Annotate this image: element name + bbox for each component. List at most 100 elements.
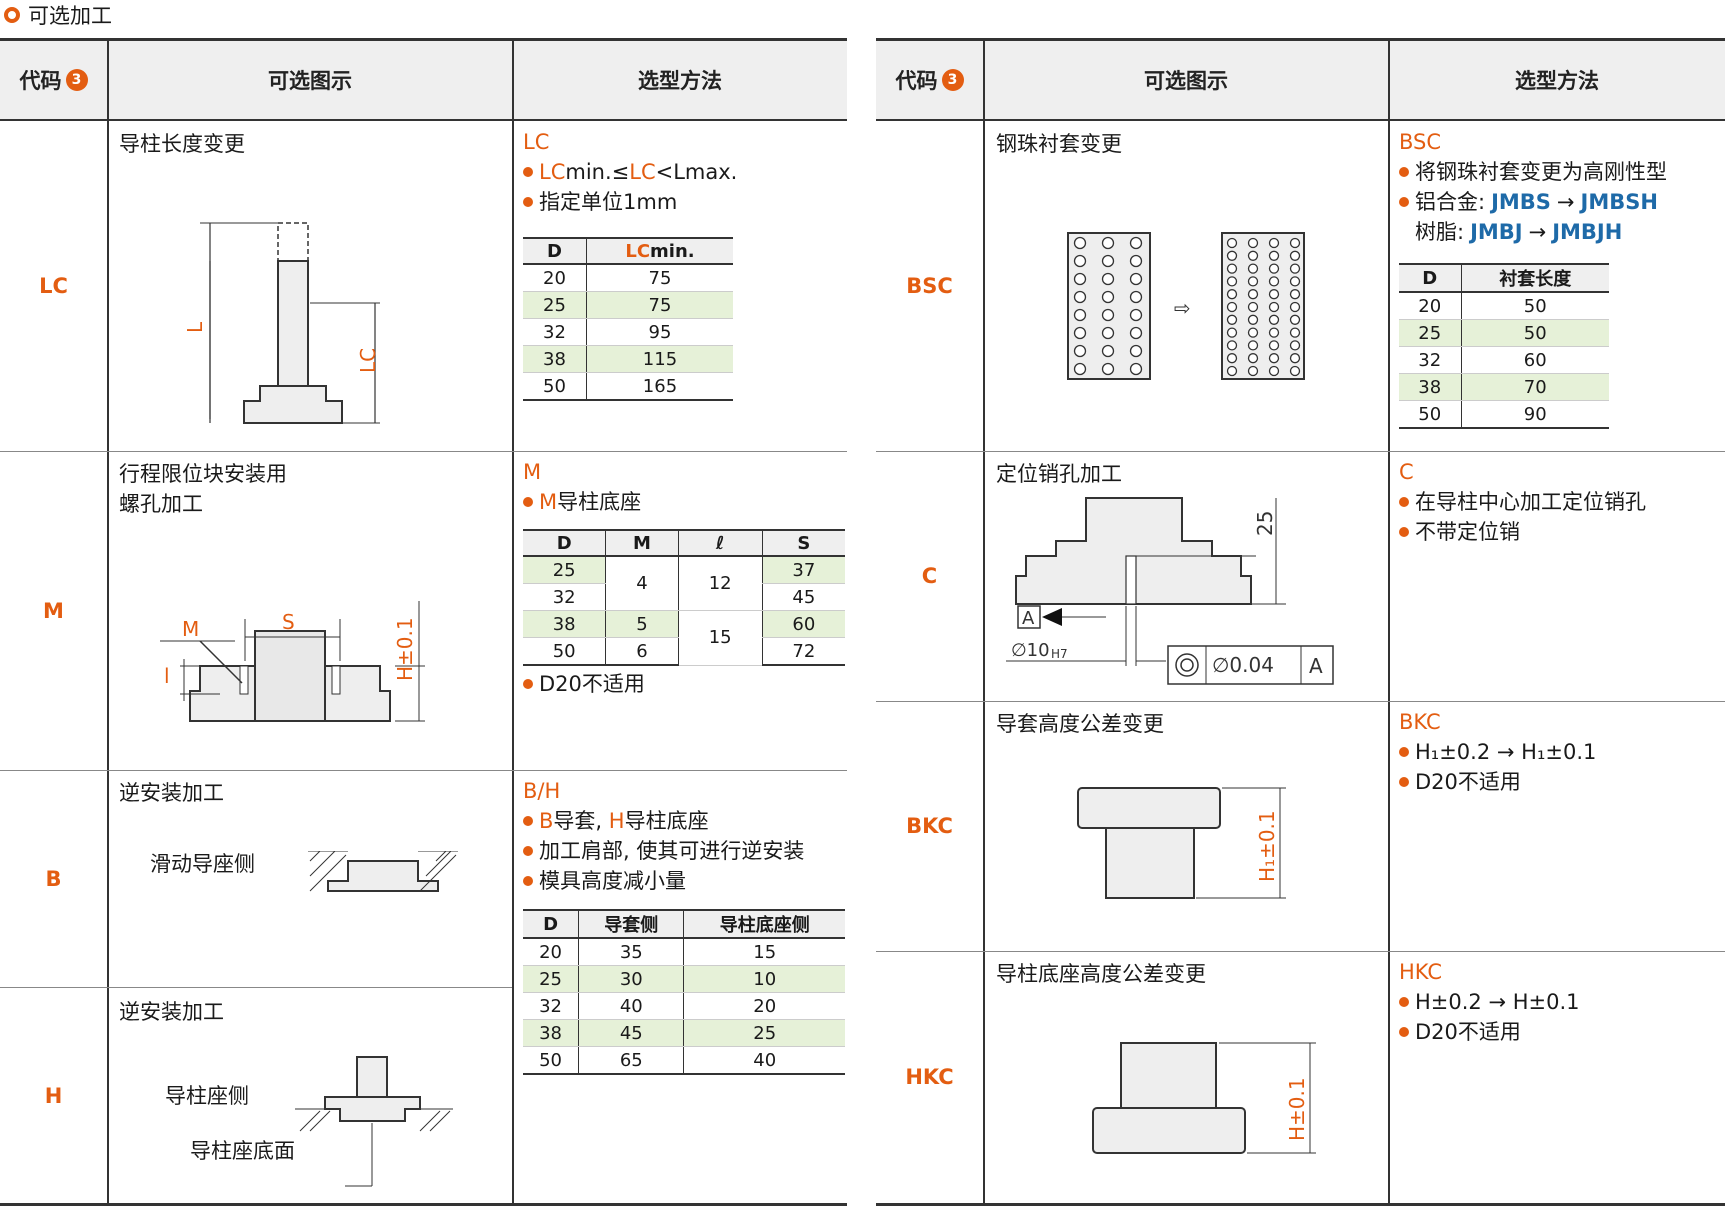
ball-hole bbox=[1268, 353, 1280, 364]
m-diagram: M S l H±0.1 bbox=[160, 601, 425, 722]
row-title: 逆安装加工 bbox=[119, 781, 224, 805]
table-cell: 45 bbox=[761, 583, 845, 611]
table-header-cell: 导柱底座侧 bbox=[683, 909, 845, 939]
table-header-cell: D bbox=[1399, 263, 1461, 293]
bullet-item: LCmin.≤LC<Lmax. bbox=[523, 157, 737, 187]
ball-hole bbox=[1073, 308, 1087, 322]
ball-hole bbox=[1289, 301, 1301, 313]
ball-hole bbox=[1268, 250, 1280, 261]
concentricity-icon bbox=[1175, 653, 1199, 677]
ball-hole bbox=[1073, 362, 1087, 376]
header-diagram: 可选图示 bbox=[1144, 69, 1228, 93]
hkc-diagram: H±0.1 bbox=[1092, 1042, 1316, 1154]
header-method: 选型方法 bbox=[1515, 69, 1599, 93]
ball-hole bbox=[1226, 365, 1238, 377]
row-title: 导柱长度变更 bbox=[119, 132, 245, 156]
ball-hole bbox=[1226, 250, 1238, 261]
ball-hole bbox=[1289, 237, 1301, 249]
m-note: D20不适用 bbox=[523, 669, 645, 699]
ball-hole bbox=[1073, 326, 1087, 340]
c-diagram: 25 A ∅10 H7 ∅0.04 A bbox=[1006, 497, 1334, 685]
row-title: 导套高度公差变更 bbox=[996, 712, 1164, 736]
method-bullets: M导柱底座 bbox=[523, 487, 641, 517]
table-cell: 60 bbox=[1460, 346, 1609, 374]
ball-hole bbox=[1129, 236, 1143, 250]
method-code: B/H bbox=[523, 779, 561, 803]
table-cell: 20 bbox=[1399, 292, 1461, 320]
ball-hole bbox=[1226, 353, 1238, 364]
table-header-cell: D bbox=[523, 529, 606, 557]
section-title-row: 可选加工 bbox=[0, 0, 112, 30]
label-post-bottom: 导柱座底面 bbox=[190, 1139, 295, 1163]
label-lc: LC bbox=[356, 348, 380, 373]
table-cell: 50 bbox=[523, 637, 606, 666]
table-cell: 165 bbox=[585, 372, 733, 401]
ball-hole bbox=[1101, 272, 1115, 286]
table-cell: 40 bbox=[683, 1046, 845, 1075]
label-post-side: 导柱座侧 bbox=[165, 1084, 249, 1108]
ball-hole bbox=[1268, 276, 1280, 287]
ball-hole bbox=[1226, 276, 1238, 287]
ball-hole bbox=[1226, 237, 1238, 249]
table-header-cell: S bbox=[761, 529, 845, 557]
ball-hole bbox=[1289, 289, 1301, 300]
ball-hole bbox=[1129, 254, 1143, 268]
table-cell: 115 bbox=[585, 345, 733, 373]
code-c: C bbox=[921, 564, 938, 588]
ball-hole bbox=[1226, 289, 1238, 300]
ball-hole bbox=[1073, 290, 1087, 304]
ball-hole bbox=[1289, 276, 1301, 287]
row-divider bbox=[0, 987, 512, 988]
ball-hole bbox=[1289, 263, 1301, 274]
table-cell: 12 bbox=[677, 556, 763, 611]
label-tol: ∅0.04 bbox=[1212, 653, 1274, 677]
label-ref: A bbox=[1309, 654, 1323, 678]
header-diagram: 可选图示 bbox=[268, 69, 352, 93]
label-25: 25 bbox=[1253, 511, 1277, 536]
ball-hole bbox=[1247, 301, 1259, 313]
table-header-cell: 导套侧 bbox=[578, 909, 684, 939]
method-lc: LC LCmin.≤LC<Lmax.指定单位1mm bbox=[523, 127, 737, 217]
table-cell: 60 bbox=[761, 610, 845, 638]
table-cell: 65 bbox=[578, 1046, 684, 1075]
table-cell: 4 bbox=[605, 556, 679, 611]
code-m: M bbox=[43, 599, 64, 623]
table-cell: 20 bbox=[683, 992, 845, 1020]
ball-hole bbox=[1268, 340, 1280, 351]
datum-a: A bbox=[1022, 608, 1035, 629]
label-l: L bbox=[183, 321, 207, 333]
label-h: H±0.1 bbox=[393, 617, 417, 681]
table-header-cell: D bbox=[523, 237, 587, 265]
ball-hole bbox=[1129, 362, 1143, 376]
b-diagram bbox=[308, 851, 458, 892]
ball-hole bbox=[1073, 344, 1087, 358]
table-cell: 50 bbox=[1460, 319, 1609, 347]
table-header-cell: 衬套长度 bbox=[1460, 263, 1609, 293]
code-bsc: BSC bbox=[906, 274, 953, 298]
ball-hole bbox=[1101, 362, 1115, 376]
ball-hole bbox=[1268, 237, 1280, 249]
ball-hole bbox=[1101, 326, 1115, 340]
table-cell: 38 bbox=[523, 345, 587, 373]
row-divider bbox=[876, 701, 1725, 702]
table-cell: 32 bbox=[1399, 346, 1461, 374]
ball-hole bbox=[1101, 308, 1115, 322]
code-bkc: BKC bbox=[906, 814, 953, 838]
table-cell: 38 bbox=[523, 610, 606, 638]
method-code: BKC bbox=[1399, 710, 1441, 734]
ball-hole bbox=[1268, 301, 1280, 313]
table-cell: 35 bbox=[578, 938, 684, 966]
ball-hole bbox=[1247, 237, 1259, 249]
table-cell: 70 bbox=[1460, 373, 1609, 401]
ball-hole bbox=[1247, 263, 1259, 274]
ball-hole bbox=[1129, 272, 1143, 286]
